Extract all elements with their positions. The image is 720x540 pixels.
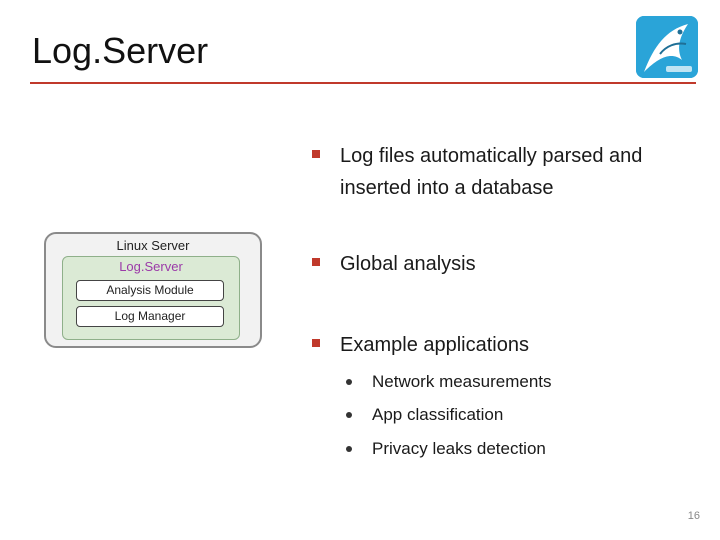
bullet-marker <box>312 258 320 266</box>
sub-bullet-dot <box>346 446 352 452</box>
bullet-marker <box>312 339 320 347</box>
sub-bullet-dot <box>346 379 352 385</box>
log-manager-box: Log Manager <box>76 306 224 327</box>
bullet-marker <box>312 150 320 158</box>
slide-title: Log.Server <box>32 30 209 71</box>
bird-logo-icon <box>636 16 698 78</box>
analysis-module-box: Analysis Module <box>76 280 224 301</box>
logserver-label: Log.Server <box>119 259 183 274</box>
title-divider <box>30 82 696 84</box>
page-number: 16 <box>687 510 700 522</box>
bullet-text: Example applications <box>340 334 529 356</box>
sub-bullet-text: Privacy leaks detection <box>372 439 546 458</box>
architecture-diagram: Linux Server Log.Server Analysis Module … <box>44 232 262 350</box>
sub-bullet-text: Network measurements <box>372 372 552 391</box>
bullet-text: inserted into a database <box>340 177 554 199</box>
linux-server-label: Linux Server <box>116 238 190 253</box>
bullet-text: Global analysis <box>340 253 476 275</box>
bullet-text: Log files automatically parsed and <box>340 145 643 167</box>
sub-bullet-dot <box>346 412 352 418</box>
sub-bullet-text: App classification <box>372 405 504 424</box>
